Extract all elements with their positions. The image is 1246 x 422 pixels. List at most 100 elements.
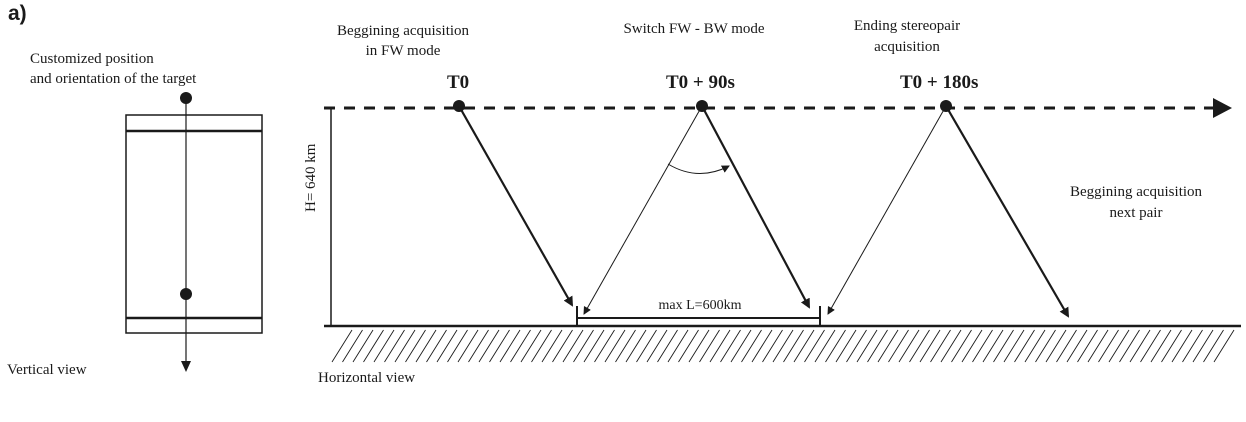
hatch-line bbox=[877, 329, 899, 363]
time-t0: T0 bbox=[447, 72, 470, 93]
hatch-line bbox=[898, 329, 920, 363]
hatch-line bbox=[1014, 329, 1035, 363]
hatch-line bbox=[352, 329, 374, 363]
hatch-line bbox=[867, 329, 888, 363]
hatch-line bbox=[615, 329, 636, 363]
hatch-line bbox=[688, 329, 710, 363]
hatch-line bbox=[846, 329, 867, 363]
hatch-line bbox=[468, 329, 489, 363]
start-caption-line1: Beggining acquisition bbox=[336, 23, 470, 39]
hatch-line bbox=[562, 329, 584, 363]
fw-look-t90 bbox=[701, 105, 810, 309]
hatch-line bbox=[993, 329, 1014, 363]
hatch-line bbox=[510, 329, 531, 363]
hatch-line bbox=[762, 329, 783, 363]
hatch-line bbox=[1024, 329, 1046, 363]
hatch-line bbox=[394, 329, 416, 363]
vertical-view-label: Vertical view bbox=[7, 362, 87, 378]
hatch-line bbox=[772, 329, 794, 363]
hatch-line bbox=[1129, 329, 1151, 363]
hatch-line bbox=[384, 329, 405, 363]
hatch-line bbox=[1087, 329, 1109, 363]
hatch-line bbox=[1066, 329, 1088, 363]
hatch-line bbox=[1045, 329, 1067, 363]
fw-look-t0 bbox=[458, 105, 573, 307]
panel-label: a) bbox=[8, 2, 27, 25]
height-label: H= 640 km bbox=[303, 143, 319, 212]
fw-look-next bbox=[945, 105, 1070, 318]
hatch-line bbox=[751, 329, 773, 363]
hatch-line bbox=[793, 329, 815, 363]
next-pair-caption-line1: Beggining acquisition bbox=[1069, 184, 1203, 200]
target-point-top bbox=[180, 92, 192, 104]
hatch-line bbox=[1003, 329, 1025, 363]
hatch-line bbox=[1203, 329, 1224, 363]
bw-look-t180 bbox=[827, 105, 947, 315]
hatch-line bbox=[426, 329, 447, 363]
hatch-line bbox=[667, 329, 689, 363]
hatch-line bbox=[1035, 329, 1056, 363]
hatch-line bbox=[972, 329, 993, 363]
next-pair-caption-line2: next pair bbox=[1109, 205, 1163, 221]
hatch-line bbox=[730, 329, 752, 363]
hatch-line bbox=[405, 329, 426, 363]
bw-look-t90 bbox=[583, 105, 703, 315]
hatch-line bbox=[604, 329, 626, 363]
hatch-line bbox=[489, 329, 510, 363]
target-caption-line2: and orientation of the target bbox=[30, 71, 197, 87]
hatch-line bbox=[363, 329, 384, 363]
hatch-line bbox=[657, 329, 678, 363]
hatch-line bbox=[457, 329, 479, 363]
time-t90: T0 + 90s bbox=[666, 72, 735, 93]
hatch-line bbox=[741, 329, 762, 363]
hatch-line bbox=[804, 329, 825, 363]
time-t180: T0 + 180s bbox=[900, 72, 979, 93]
switch-caption: Switch FW - BW mode bbox=[623, 21, 765, 37]
hatch-line bbox=[478, 329, 500, 363]
hatch-line bbox=[1161, 329, 1182, 363]
target-point-bottom bbox=[180, 288, 192, 300]
hatch-line bbox=[1171, 329, 1193, 363]
hatch-line bbox=[982, 329, 1004, 363]
hatch-line bbox=[594, 329, 615, 363]
hatch-line bbox=[447, 329, 468, 363]
switch-angle-arc bbox=[667, 163, 730, 175]
hatch-line bbox=[919, 329, 941, 363]
hatch-line bbox=[499, 329, 521, 363]
target-caption-line1: Customized position bbox=[30, 51, 154, 67]
horizontal-view-label: Horizontal view bbox=[318, 370, 416, 386]
hatch-line bbox=[1213, 329, 1235, 363]
hatch-line bbox=[342, 329, 363, 363]
hatch-line bbox=[1119, 329, 1140, 363]
hatch-line bbox=[1098, 329, 1119, 363]
hatch-line bbox=[699, 329, 720, 363]
hatch-line bbox=[1077, 329, 1098, 363]
hatch-line bbox=[678, 329, 699, 363]
hatch-line bbox=[1182, 329, 1203, 363]
hatch-line bbox=[331, 329, 353, 363]
hatch-line bbox=[909, 329, 930, 363]
hatch-line bbox=[888, 329, 909, 363]
hatch-line bbox=[636, 329, 657, 363]
hatch-line bbox=[1150, 329, 1172, 363]
hatch-line bbox=[552, 329, 573, 363]
hatch-line bbox=[835, 329, 857, 363]
hatch-line bbox=[520, 329, 542, 363]
hatch-line bbox=[583, 329, 605, 363]
hatch-line bbox=[436, 329, 458, 363]
hatch-line bbox=[961, 329, 983, 363]
hatch-line bbox=[1108, 329, 1130, 363]
hatch-line bbox=[783, 329, 804, 363]
hatch-line bbox=[1140, 329, 1161, 363]
swath-label: max L=600km bbox=[658, 298, 742, 313]
vertical-view-target bbox=[125, 92, 263, 372]
hatch-line bbox=[541, 329, 563, 363]
start-caption-line2: in FW mode bbox=[365, 43, 441, 59]
hatch-line bbox=[951, 329, 972, 363]
hatch-line bbox=[720, 329, 741, 363]
hatch-line bbox=[646, 329, 668, 363]
hatch-line bbox=[930, 329, 951, 363]
hatch-line bbox=[415, 329, 437, 363]
hatch-line bbox=[709, 329, 731, 363]
